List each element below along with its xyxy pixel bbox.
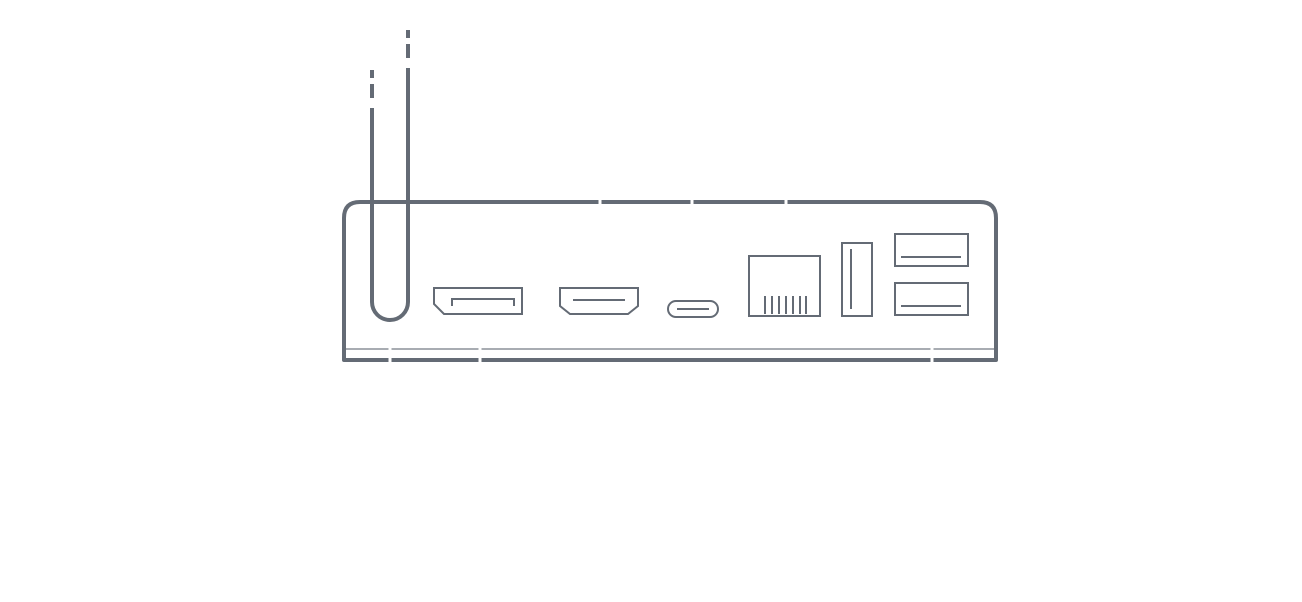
displayport-icon — [433, 287, 523, 315]
hdmi-icon — [559, 287, 639, 315]
ethernet-pins — [764, 296, 807, 314]
usb-a-vertical-icon — [841, 242, 873, 317]
ethernet-icon — [748, 255, 821, 317]
antenna-icon — [370, 30, 410, 322]
bottom-edge-gaps — [388, 347, 934, 364]
usb-c-icon — [667, 300, 719, 318]
top-edge-gaps — [598, 198, 788, 206]
chassis-outline — [342, 200, 998, 362]
usb-a-top-icon — [894, 233, 969, 267]
usb-a-bottom-icon — [894, 282, 969, 316]
